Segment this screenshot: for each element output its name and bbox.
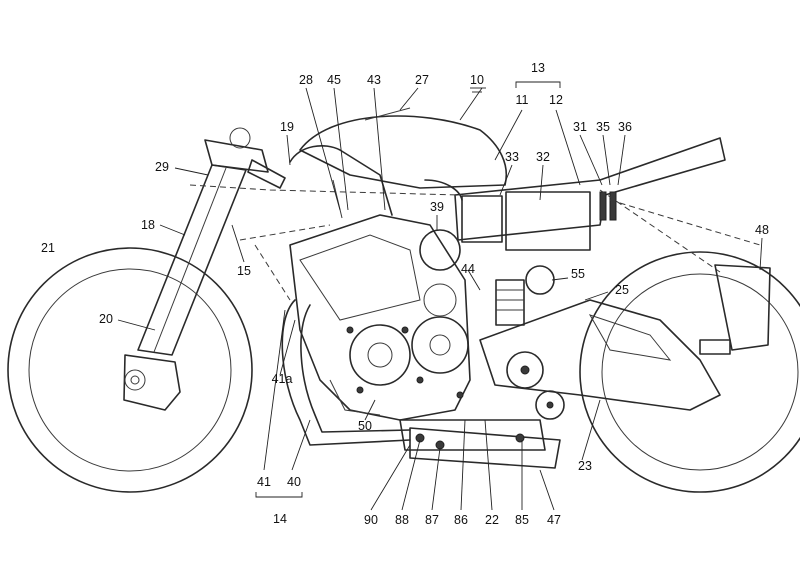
numeral-31: 31 <box>573 120 587 134</box>
numeral-23: 23 <box>578 459 592 473</box>
rear-fender <box>699 264 771 355</box>
numeral-50: 50 <box>358 419 372 433</box>
numeral-41a: 41a <box>272 372 293 386</box>
numeral-18: 18 <box>141 218 155 232</box>
lower-bracket <box>399 419 546 451</box>
swingarm <box>479 299 721 420</box>
numeral-36: 36 <box>618 120 632 134</box>
numeral-15: 15 <box>237 264 251 278</box>
engine <box>289 214 471 421</box>
numeral-28: 28 <box>299 73 313 87</box>
fuel-tank <box>289 107 507 219</box>
numeral-86: 86 <box>454 513 468 527</box>
numeral-44: 44 <box>461 262 475 276</box>
front-fork <box>123 127 286 411</box>
exhaust-pipes <box>281 299 561 469</box>
numeral-39: 39 <box>430 200 444 214</box>
numeral-13: 13 <box>531 61 545 75</box>
numeral-90: 90 <box>364 513 378 527</box>
numeral-41: 41 <box>257 475 271 489</box>
numeral-21: 21 <box>41 241 55 255</box>
front-wheel <box>7 247 253 493</box>
numeral-10: 10 <box>470 73 484 87</box>
numeral-25: 25 <box>615 283 629 297</box>
leader-lines <box>117 81 763 511</box>
frame-outline <box>189 184 761 301</box>
numeral-19: 19 <box>280 120 294 134</box>
numeral-40: 40 <box>287 475 301 489</box>
numeral-48: 48 <box>755 223 769 237</box>
numeral-43: 43 <box>367 73 381 87</box>
numeral-22: 22 <box>485 513 499 527</box>
seat-rear-cowl <box>424 137 726 251</box>
numeral-85: 85 <box>515 513 529 527</box>
numeral-11: 11 <box>516 93 529 107</box>
numeral-14: 14 <box>273 512 287 526</box>
numeral-55: 55 <box>571 267 585 281</box>
numeral-27: 27 <box>415 73 429 87</box>
numeral-20: 20 <box>99 312 113 326</box>
numeral-47: 47 <box>547 513 561 527</box>
numeral-12: 12 <box>549 93 563 107</box>
numeral-29: 29 <box>155 160 169 174</box>
numeral-87: 87 <box>425 513 439 527</box>
numeral-32: 32 <box>536 150 550 164</box>
numeral-45: 45 <box>327 73 341 87</box>
reference-numerals: 28 45 43 27 10 13 11 12 19 31 35 36 29 3… <box>41 61 769 527</box>
numeral-88: 88 <box>395 513 409 527</box>
rear-wheel <box>579 251 800 493</box>
numeral-35: 35 <box>596 120 610 134</box>
numeral-33: 33 <box>505 150 519 164</box>
